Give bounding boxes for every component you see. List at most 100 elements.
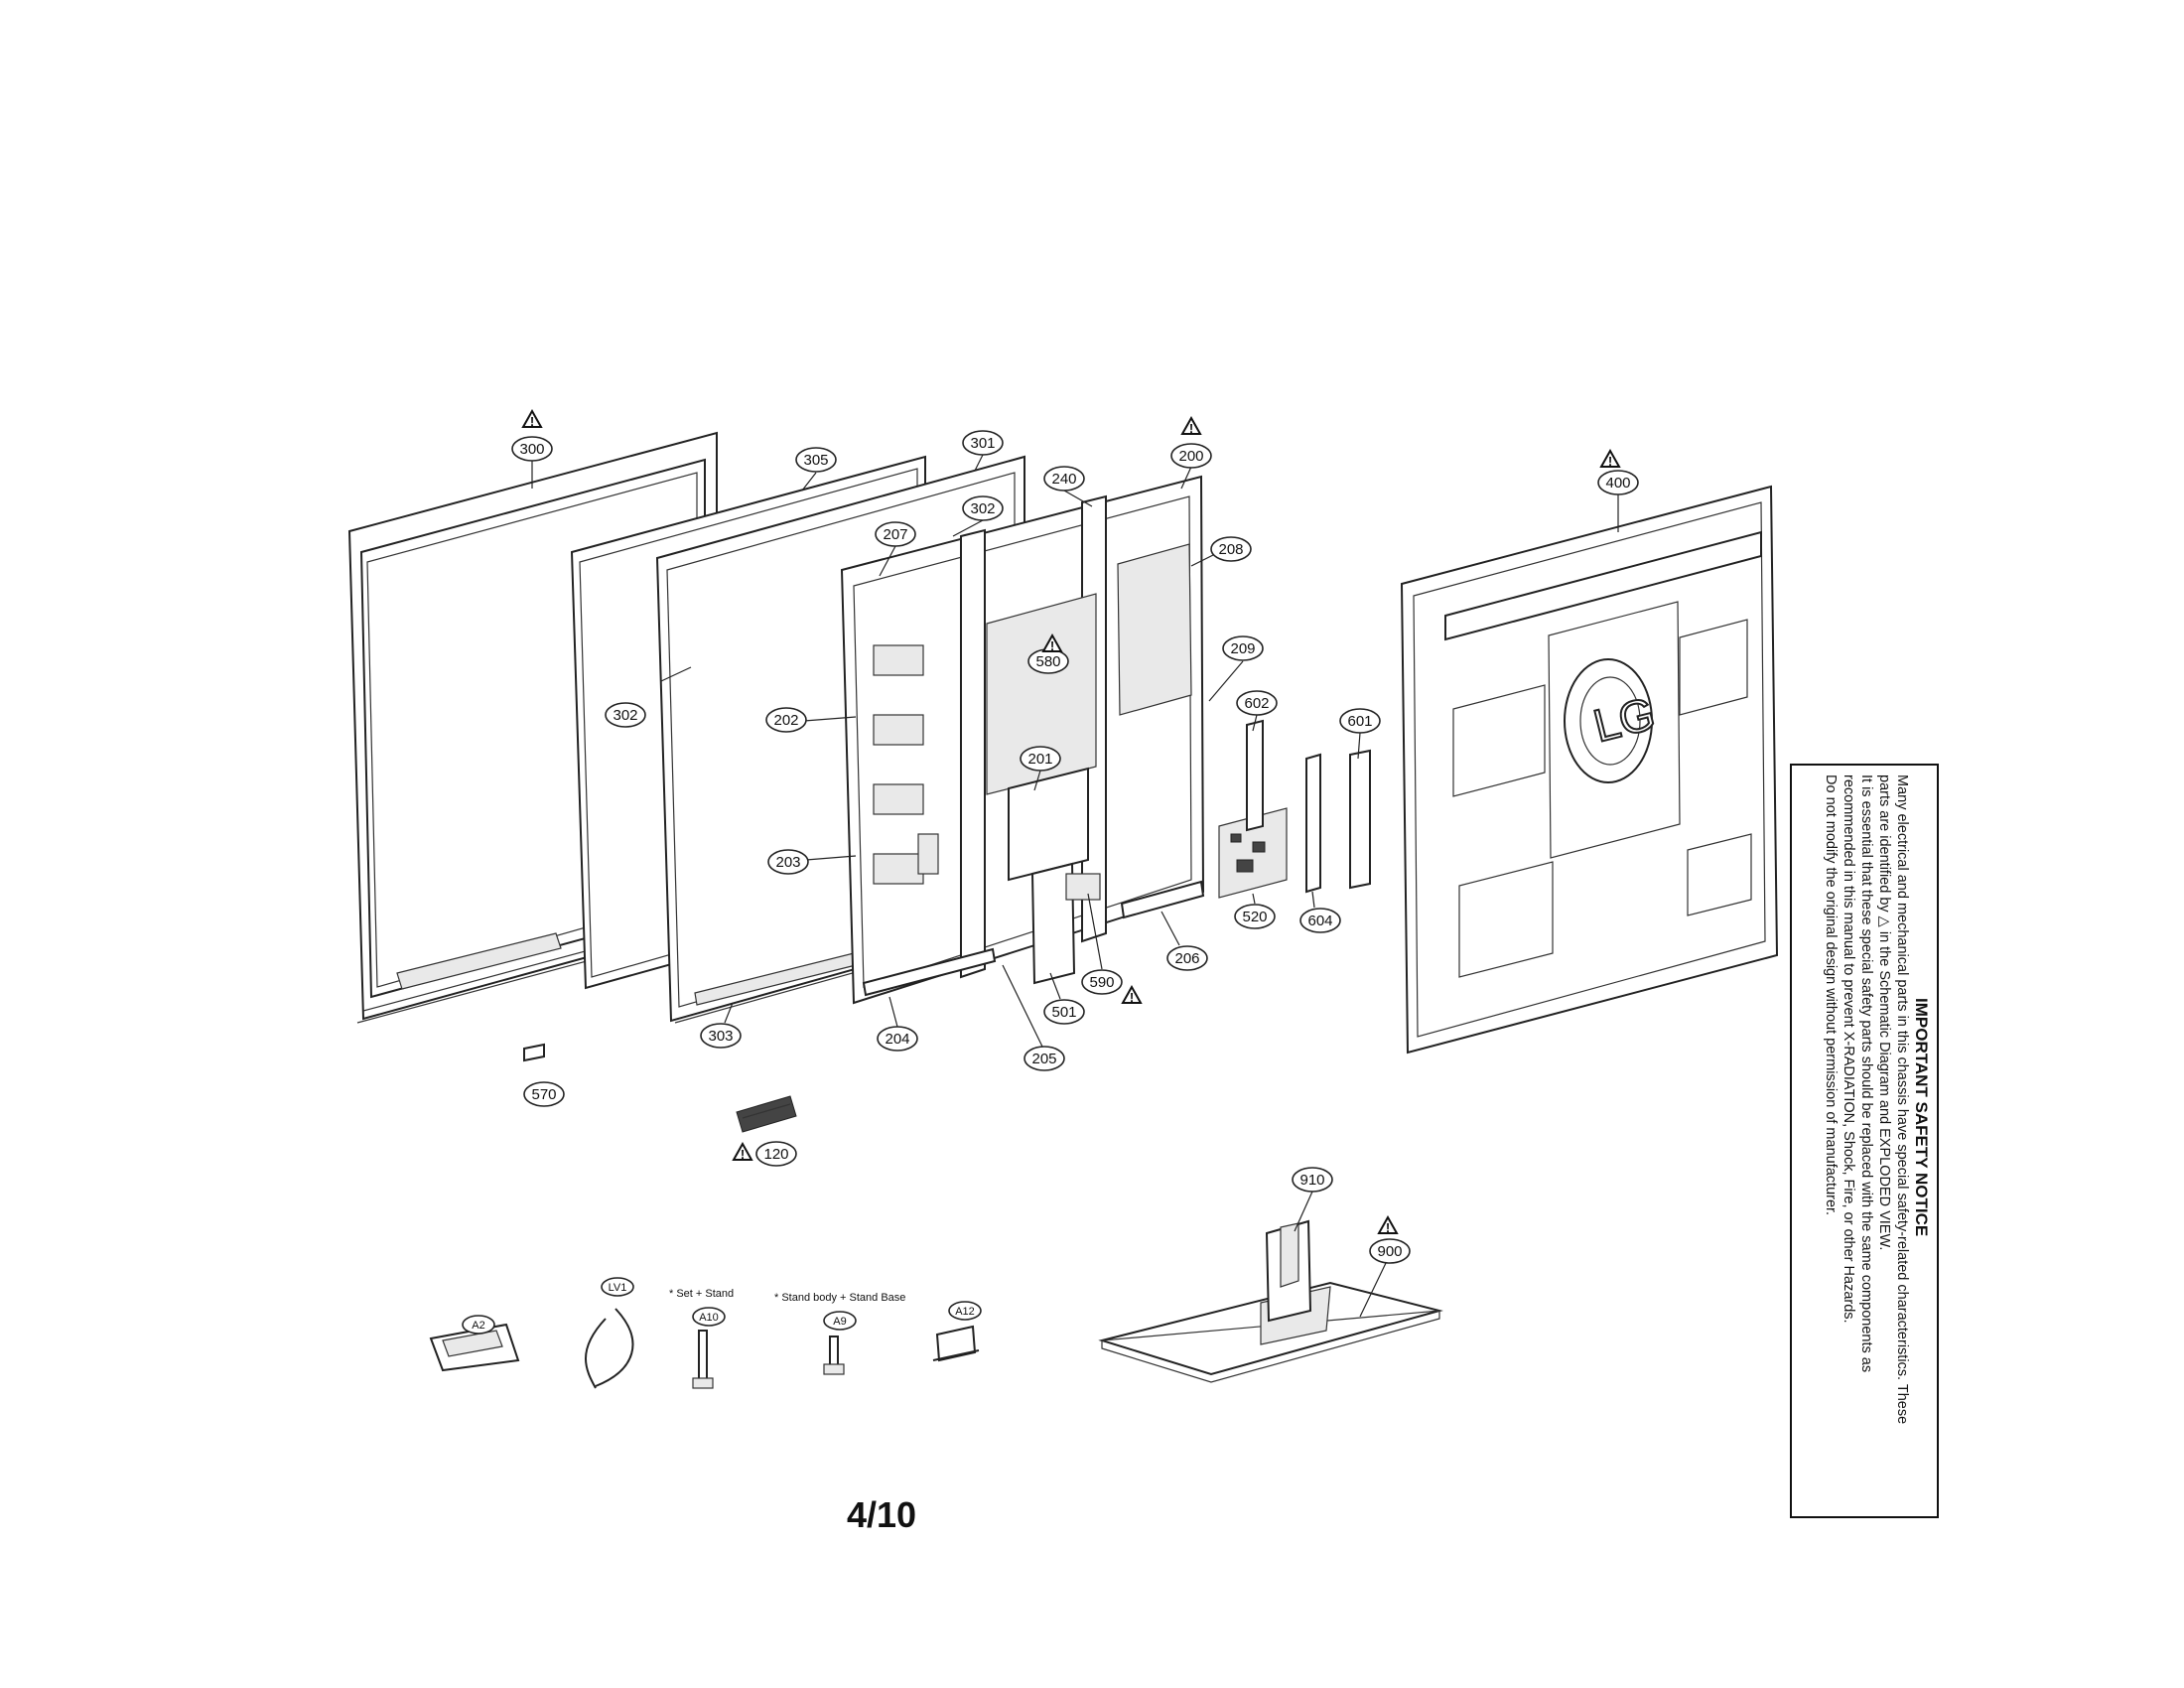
callout-201: 201 <box>1020 746 1061 772</box>
svg-text:604: 604 <box>1307 913 1332 929</box>
callout-520: 520 <box>1234 904 1276 929</box>
callout-400: 400 <box>1597 470 1639 495</box>
callout-590: 590 <box>1081 969 1123 995</box>
accessory-a12-bracket <box>932 1325 980 1362</box>
callout-602: 602 <box>1236 690 1278 716</box>
svg-text:300: 300 <box>519 441 544 458</box>
warning-icon: ! <box>1041 633 1063 653</box>
callout-207: 207 <box>875 521 916 547</box>
callout-910: 910 <box>1292 1167 1333 1193</box>
callout-300: 300 <box>511 436 553 462</box>
callout-a10: A10 <box>692 1307 726 1327</box>
svg-text:200: 200 <box>1178 448 1203 465</box>
svg-text:A9: A9 <box>833 1316 846 1328</box>
svg-text:601: 601 <box>1347 713 1372 730</box>
ir-board-part <box>1305 753 1321 894</box>
svg-text:302: 302 <box>970 500 995 517</box>
callout-900: 900 <box>1369 1238 1411 1264</box>
page-number: 4/10 <box>847 1494 916 1535</box>
svg-text:A12: A12 <box>955 1306 975 1318</box>
safety-notice: IMPORTANT SAFETY NOTICE Many electrical … <box>1790 764 1939 1518</box>
callout-301: 301 <box>962 430 1004 456</box>
warning-icon: ! <box>1180 415 1202 436</box>
callout-604: 604 <box>1299 908 1341 933</box>
svg-text:204: 204 <box>885 1031 909 1048</box>
note-set-stand: * Set + Stand <box>669 1288 734 1300</box>
callout-206: 206 <box>1166 945 1208 971</box>
callout-202: 202 <box>765 707 807 733</box>
callout-570: 570 <box>523 1081 565 1107</box>
callout-302-top: 302 <box>962 495 1004 521</box>
svg-text:240: 240 <box>1051 471 1076 488</box>
svg-text:520: 520 <box>1242 909 1267 925</box>
speaker-part <box>736 1095 797 1133</box>
safety-notice-line-1: Many electrical and mechanical parts in … <box>1894 774 1910 1424</box>
svg-text:208: 208 <box>1218 541 1243 558</box>
callout-205: 205 <box>1024 1046 1065 1071</box>
back-cover-part <box>1400 485 1779 1055</box>
svg-text:910: 910 <box>1299 1172 1324 1189</box>
callout-208: 208 <box>1210 536 1252 562</box>
callout-240: 240 <box>1043 466 1085 492</box>
accessory-lv1-cable <box>585 1308 634 1389</box>
accessory-a9-screw <box>823 1336 845 1375</box>
svg-text:206: 206 <box>1174 950 1199 967</box>
control-board-part <box>1349 749 1371 890</box>
svg-text:400: 400 <box>1605 475 1630 492</box>
svg-text:!: ! <box>1608 454 1612 469</box>
svg-text:590: 590 <box>1089 974 1114 991</box>
svg-text:303: 303 <box>708 1028 733 1045</box>
warning-icon: ! <box>1121 984 1143 1005</box>
warning-icon: ! <box>732 1141 753 1162</box>
svg-text:302: 302 <box>613 707 637 724</box>
main-chassis-frame-part <box>840 475 1205 1005</box>
accessory-a10-screw <box>692 1330 714 1389</box>
safety-notice-title: IMPORTANT SAFETY NOTICE <box>1912 998 1931 1236</box>
svg-text:602: 602 <box>1244 695 1269 712</box>
svg-text:!: ! <box>1386 1220 1390 1235</box>
svg-text:!: ! <box>530 414 534 429</box>
leader-lines <box>531 454 1619 1318</box>
side-board-part <box>1246 719 1264 832</box>
callout-lv1: LV1 <box>601 1277 634 1297</box>
svg-text:LV1: LV1 <box>609 1282 627 1294</box>
main-board-part <box>1218 807 1288 899</box>
svg-text:301: 301 <box>970 435 995 452</box>
safety-notice-line-5: Do not modify the original design withou… <box>1823 774 1839 1215</box>
svg-text:580: 580 <box>1035 653 1060 670</box>
callout-a9: A9 <box>823 1311 857 1331</box>
svg-text:305: 305 <box>803 452 828 469</box>
callout-a2: A2 <box>462 1315 495 1335</box>
warning-icon: ! <box>1599 448 1621 469</box>
svg-text:A10: A10 <box>699 1312 719 1324</box>
small-bracket-part <box>523 1043 545 1062</box>
callout-302-left: 302 <box>605 702 646 728</box>
svg-text:207: 207 <box>883 526 907 543</box>
callout-200: 200 <box>1170 443 1212 469</box>
svg-text:202: 202 <box>773 712 798 729</box>
svg-text:201: 201 <box>1027 751 1052 768</box>
note-stand-body: * Stand body + Stand Base <box>774 1292 905 1304</box>
svg-text:120: 120 <box>763 1146 788 1163</box>
safety-notice-line-3: It is essential that these special safet… <box>1858 774 1874 1372</box>
callout-a12: A12 <box>948 1301 982 1321</box>
svg-text:A2: A2 <box>472 1320 484 1332</box>
callout-303: 303 <box>700 1023 742 1049</box>
callout-209: 209 <box>1222 635 1264 661</box>
svg-text:!: ! <box>1189 421 1193 436</box>
warning-icon: ! <box>1377 1214 1399 1235</box>
svg-text:900: 900 <box>1377 1243 1402 1260</box>
svg-text:!: ! <box>741 1147 745 1162</box>
callout-580: 580 <box>1027 648 1069 674</box>
callout-204: 204 <box>877 1026 918 1052</box>
callout-120: 120 <box>755 1141 797 1167</box>
stand-neck-part <box>1265 1219 1312 1323</box>
safety-notice-line-2: parts are identified by △ in the Schemat… <box>1876 774 1892 1250</box>
safety-notice-line-4: recommended in this manual to prevent X-… <box>1841 774 1856 1324</box>
svg-text:205: 205 <box>1031 1051 1056 1067</box>
warning-icon: ! <box>521 408 543 429</box>
svg-text:203: 203 <box>775 854 800 871</box>
callout-501: 501 <box>1043 999 1085 1025</box>
callout-203: 203 <box>767 849 809 875</box>
svg-text:!: ! <box>1050 638 1054 653</box>
